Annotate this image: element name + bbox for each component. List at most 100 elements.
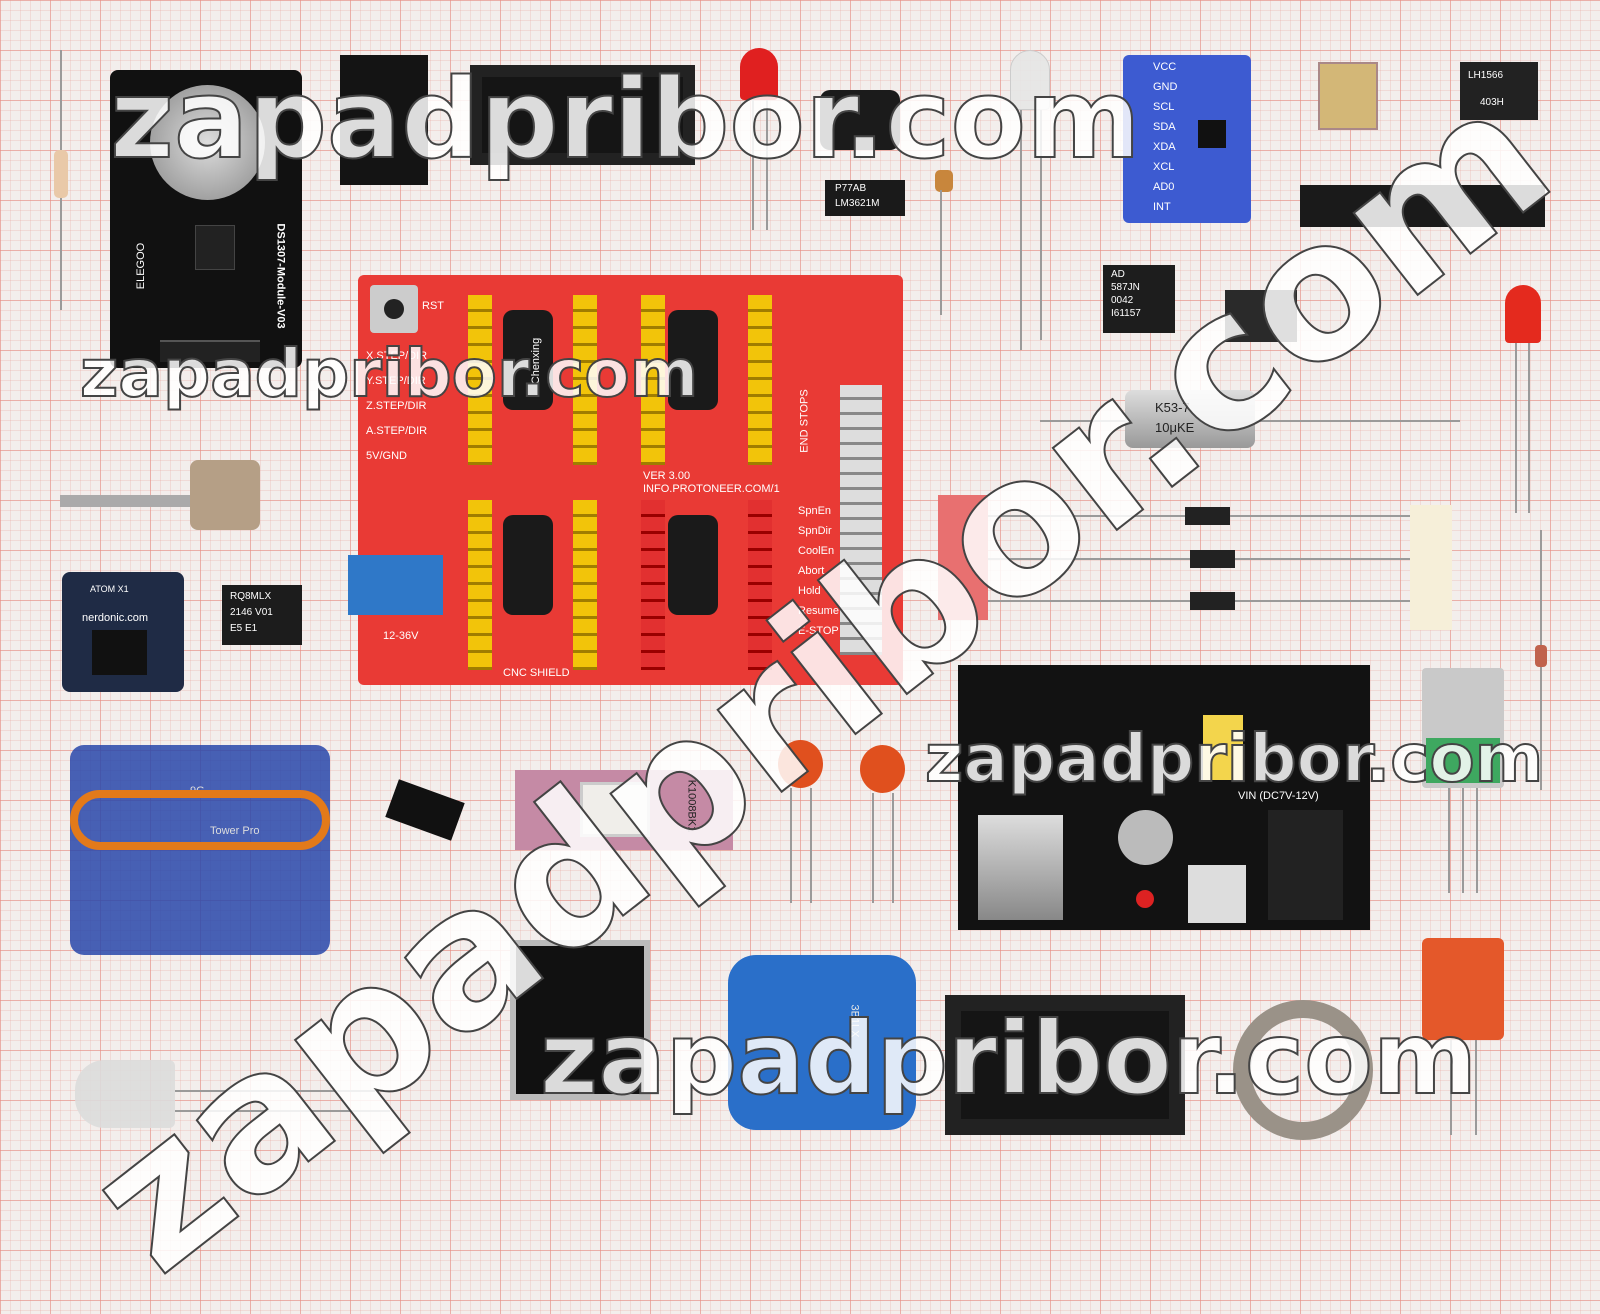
ic-socket-top [470,65,695,165]
led-display-module [510,940,650,1100]
ceramic-capacitor [778,740,823,788]
capacitor-k53: K53-7 10μKE [1125,390,1255,448]
eprom-window [580,782,650,837]
pin-header [1300,185,1545,227]
coin-battery [150,85,265,200]
axis-label: Y.STEP/DIR [366,375,426,387]
gyro-chip [1198,120,1226,148]
cap-lead [892,793,894,903]
rq8-line3: E5 E1 [230,623,258,634]
gyro-module: VCC GND SCL SDA XDA XCL AD0 INT [1123,55,1251,223]
atom-site: nerdonic.com [82,612,149,624]
voltage-regulator [1422,668,1504,788]
axis-label: X.STEP/DIR [366,350,428,362]
ic-ad587: AD 587JN 0042 I61157 [1103,265,1175,333]
atom-label: ATOM X1 [90,584,129,594]
potentiometer [60,495,190,507]
diode [1185,507,1230,525]
regulator-lead [1476,788,1478,893]
eprom: K1008BK1 [515,770,733,850]
watermark: zapadpribor.com [539,999,1478,1118]
small-diode [1535,645,1547,667]
led-lead [1528,343,1530,513]
rtc-module: ELEGOO DS1307-Module-V03 [110,70,302,368]
electrolytic-capacitor-blue: 3B1LX [728,955,916,1130]
fuse-lead [1475,1040,1477,1135]
axis-label: Z.STEP/DIR [366,400,427,412]
pin-label: VCC [1153,61,1177,73]
power-led [1136,890,1154,908]
cap-lead [790,788,792,903]
rq8-line2: 2146 V01 [230,607,273,618]
watermark: zapadpribor.com [924,719,1544,798]
watermark: zapadpribor.com [79,334,699,413]
ic-rq8: RQ8MLX 2146 V01 E5 E1 [222,585,302,645]
side-label: CoolEn [798,545,835,557]
pin-header-yellow [641,295,665,465]
breadboard-power-module: VIN (DC7V-12V) [958,665,1370,930]
pin-header-yellow [573,500,597,670]
shield-title: CNC SHIELD [503,667,570,679]
ic-lh: LH1566 403H [1460,62,1538,120]
atom-board: ATOM X1 nerdonic.com [62,572,184,692]
rq8-line1: RQ8MLX [230,591,272,602]
pin-label: XCL [1153,161,1175,173]
ic-lm3621-line2: LM3621M [835,198,880,209]
ic-lm3621: P77AB LM3621M [825,180,905,216]
pin-header-yellow [748,295,772,465]
regulator-lead [1462,788,1464,893]
side-label: E-STOP [798,625,839,637]
pin-label: SDA [1153,121,1176,133]
cap-lead [810,788,812,903]
screw-terminal [348,555,443,615]
rtc-header [160,340,260,362]
polyfuse [1422,938,1504,1040]
cnc-shield: RST X.STEP/DIR Y.STEP/DIR Z.STEP/DIR A.S… [348,275,903,685]
led-lead [175,1090,375,1092]
led-lead [175,1110,390,1112]
pin-header-red [748,500,772,670]
electrolytic-capacitor [503,515,553,615]
voltage-label: 12-36V [383,630,419,642]
resistor [54,150,68,198]
shield-url: INFO.PROTONEER.COM/1 [643,483,780,495]
end-stops-label: END STOPS [798,389,811,453]
shield-version: VER 3.00 [643,470,691,482]
pin-label: INT [1153,201,1171,213]
servo-wires [70,790,330,850]
usb-port [978,815,1063,920]
pin-header-yellow [468,295,492,465]
k53-line1: K53-7 [1155,400,1190,415]
electrolytic-capacitor [668,310,718,410]
electrolytic-capacitor [668,515,718,615]
led-lead [1020,110,1022,350]
ic-ad587-line1: AD [1111,269,1125,280]
power-switch [1188,865,1246,923]
rtc-model: DS1307-Module-V03 [274,223,287,329]
pin-header-yellow [573,295,597,465]
pin-label: SCL [1153,101,1175,113]
ic-ad587-line4: I61157 [1111,308,1141,319]
axis-label: A.STEP/DIR [366,425,428,437]
seven-segment-display [340,55,428,185]
side-label: Resume [798,605,839,617]
pin-label: AD0 [1153,181,1175,193]
ic-lm3621-line1: P77AB [835,183,867,194]
jumper-yellow [1203,715,1243,780]
potentiometer-body [190,460,260,530]
dc-jack [1268,810,1343,920]
electrolytic-capacitor [503,310,553,410]
end-stop-header [840,385,882,655]
watermark: zapadpribor.com [109,54,1142,184]
side-label: Hold [798,585,821,597]
fuse-lead [1450,1040,1452,1135]
led-lead [1515,343,1517,513]
axis-label: 5V/GND [366,450,407,462]
led-lead [766,100,768,230]
side-label: SpnEn [798,505,832,517]
ir-led [75,1060,175,1128]
regulator-lead [1448,788,1450,893]
rtc-brand: ELEGOO [135,242,148,290]
cap-lead [872,793,874,903]
ic-ad587-line3: 0042 [1111,295,1134,306]
